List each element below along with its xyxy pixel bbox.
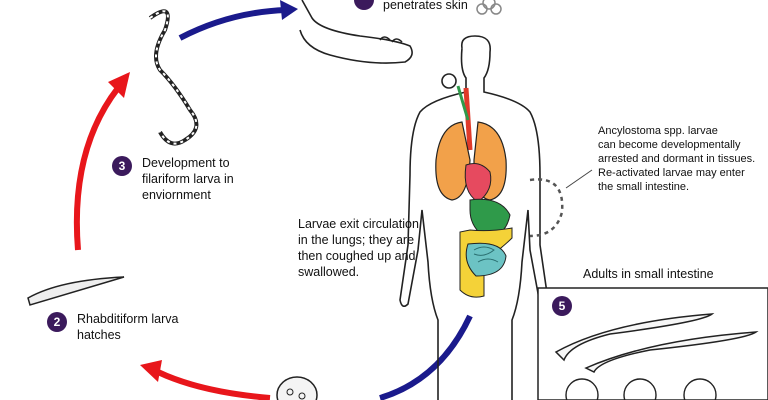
left-lung [435,121,471,201]
arrest-dashed-circle [529,178,564,238]
arrow-body-to-eggs [379,314,473,400]
biohazard-icon [476,0,502,15]
adult-worms [554,313,759,374]
trachea-tube [456,85,470,121]
step-badge-5: 5 [552,296,572,316]
adults-title: Adults in small intestine [583,267,714,281]
arrowhead-step2 [140,360,162,382]
egg-illustration [276,376,318,400]
arrest-note: Ancylostoma spp. larvae can become devel… [598,125,756,193]
step2-label: Rhabditiform larva hatches [77,312,179,342]
arrow-step3-to-skin [178,7,287,41]
step3-label: Development to filariform larva in envio… [142,156,234,202]
step-badge-skin [354,0,374,10]
arrow-eggs-to-step2 [156,369,271,400]
worm-heads [565,378,717,400]
skin-label: penetrates skin [383,0,468,12]
small-intestine [465,242,507,277]
foot-illustration [299,0,413,64]
lungs-note: Larvae exit circulation in the lungs; th… [298,217,419,279]
step-badge-2: 2 [47,312,67,332]
human-body [399,35,549,400]
rhabditiform-larva [27,276,125,306]
arrowhead-step3 [108,72,130,98]
arrest-pointer-line [565,169,593,189]
arrow-step2-to-step3 [73,86,121,251]
heart [464,163,492,203]
arrowhead-skin [280,0,298,20]
step-badge-3: 3 [112,156,132,176]
